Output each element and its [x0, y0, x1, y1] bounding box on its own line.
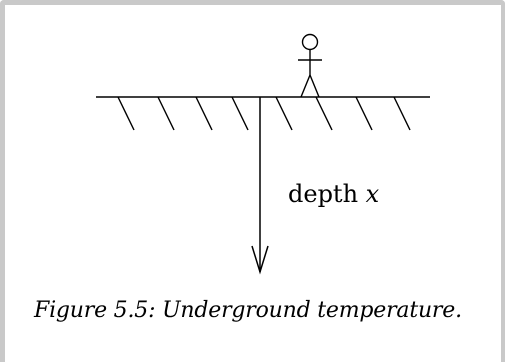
hatch-mark: [276, 97, 292, 130]
hatch-mark: [394, 97, 410, 130]
figure-caption: Figure 5.5: Underground temperature.: [34, 298, 462, 323]
hatch-mark: [316, 97, 332, 130]
hatch-mark: [158, 97, 174, 130]
depth-arrow: [252, 97, 268, 272]
hatch-mark: [118, 97, 134, 130]
depth-label-word: depth: [288, 180, 358, 208]
hatch-mark: [196, 97, 212, 130]
figure-left-leg: [301, 75, 310, 97]
hatch-mark: [356, 97, 372, 130]
depth-label: depth x: [288, 180, 380, 208]
stick-figure-icon: [298, 35, 322, 98]
figure-right-leg: [310, 75, 319, 97]
figure-head: [303, 35, 318, 50]
hatch-mark: [232, 97, 248, 130]
depth-label-variable: x: [366, 180, 380, 208]
ground-hatching: [118, 97, 410, 130]
